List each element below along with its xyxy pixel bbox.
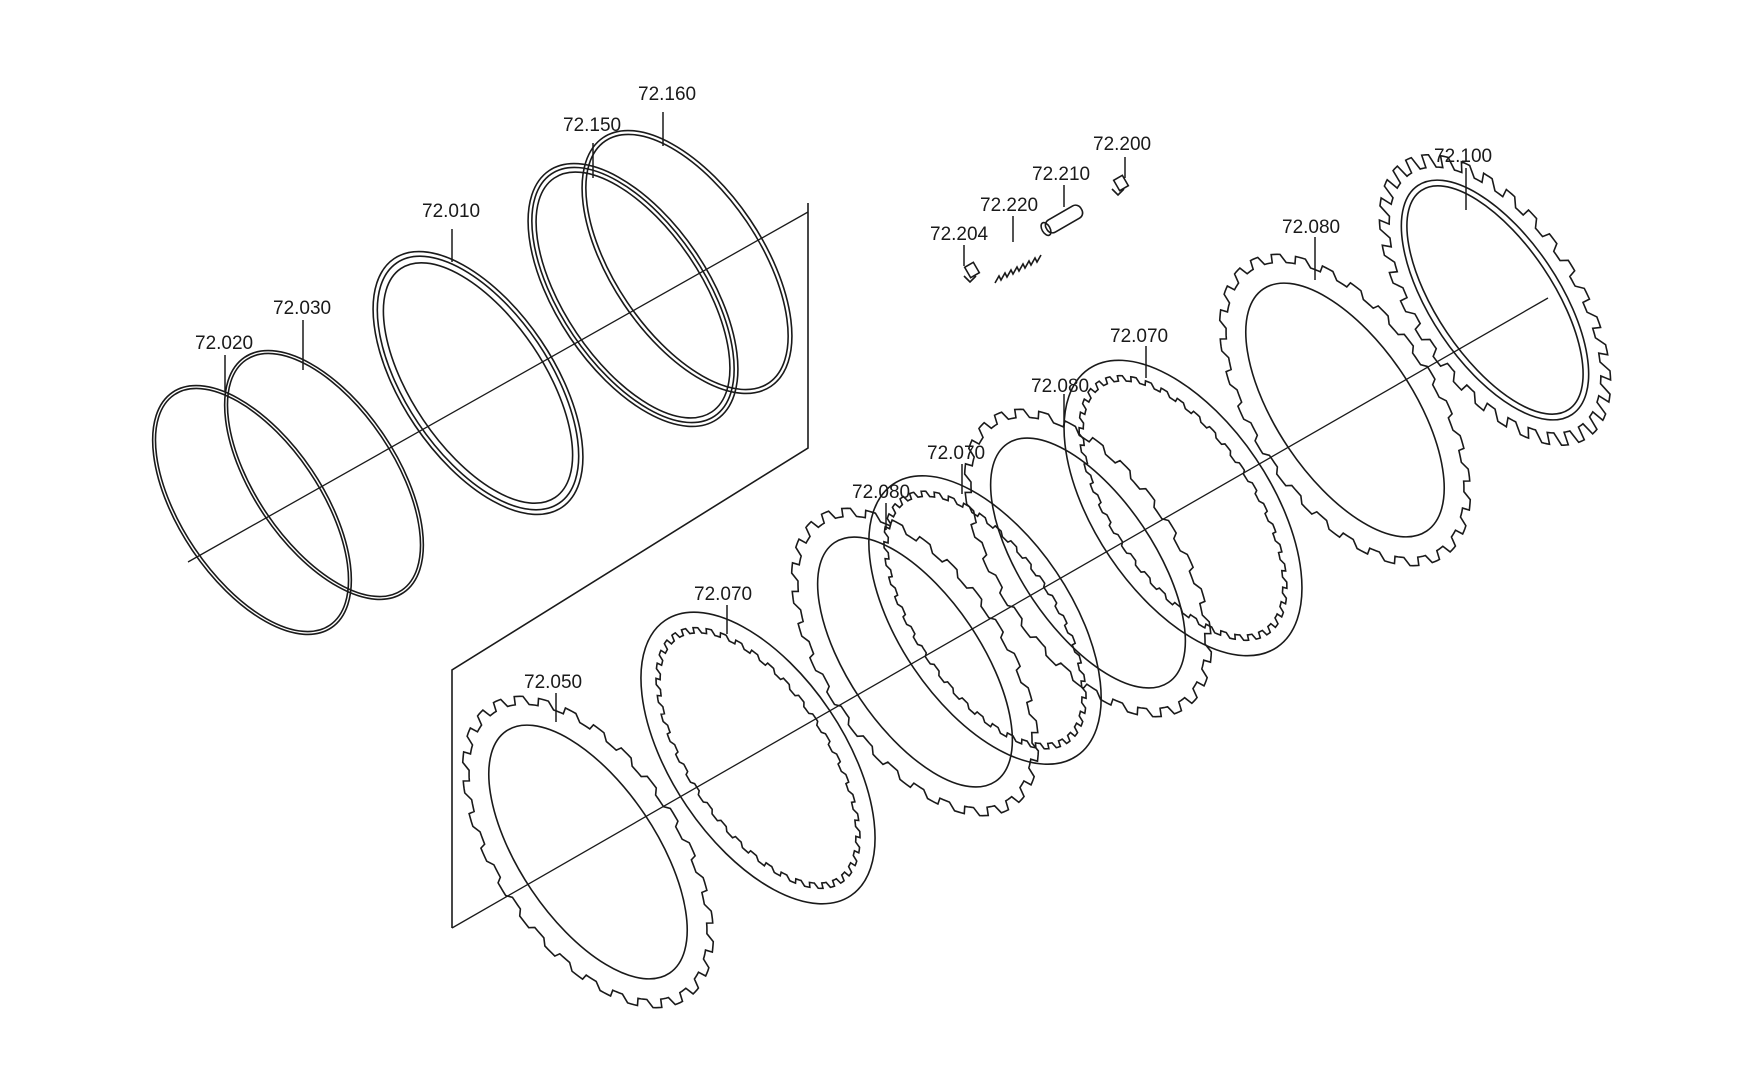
label-72070-c: 72.070 [694,584,752,605]
leader-lines [224,112,1467,722]
screw-72200 [1111,174,1130,197]
seal-ring-72150 [527,162,739,428]
pin-72210 [1040,204,1084,237]
label-72070-a: 72.070 [1110,326,1168,347]
center-axis [187,211,1549,929]
label-72160: 72.160 [638,84,696,105]
spring-72220 [994,254,1042,284]
assembly-plane-frame [451,203,809,928]
steel-plate-72080-c [790,507,1040,817]
snap-ring-72020 [151,384,353,636]
label-72210: 72.210 [1032,164,1090,185]
screw-72204 [963,261,981,284]
snap-ring-72030 [223,349,425,601]
friction-disc-72070-c [640,611,876,905]
label-72150: 72.150 [563,115,621,136]
steel-plate-72080-a [1218,253,1472,567]
label-72030: 72.030 [273,298,331,319]
label-72050: 72.050 [524,672,582,693]
seal-ring-72010 [372,250,584,516]
label-72010: 72.010 [422,201,480,222]
label-72080-c: 72.080 [852,482,910,503]
part-labels: 72.160 72.150 72.010 72.030 72.020 72.20… [195,84,1492,693]
label-72200: 72.200 [1093,134,1151,155]
label-72220: 72.220 [980,195,1038,216]
label-72070-b: 72.070 [927,443,985,464]
label-72100: 72.100 [1434,146,1492,167]
label-72080-b: 72.080 [1031,376,1089,397]
label-72204: 72.204 [930,224,989,245]
steel-plate-72080-b [963,408,1213,718]
friction-disc-72070-b [868,474,1102,766]
ring-gear-72100 [1378,153,1612,447]
label-72080-a: 72.080 [1282,217,1340,238]
friction-disc-72070-a [1063,359,1303,657]
seal-ring-72160 [581,129,793,395]
label-72020: 72.020 [195,333,253,354]
clutch-plates [461,153,1612,1009]
steel-plate-72050 [461,695,715,1009]
